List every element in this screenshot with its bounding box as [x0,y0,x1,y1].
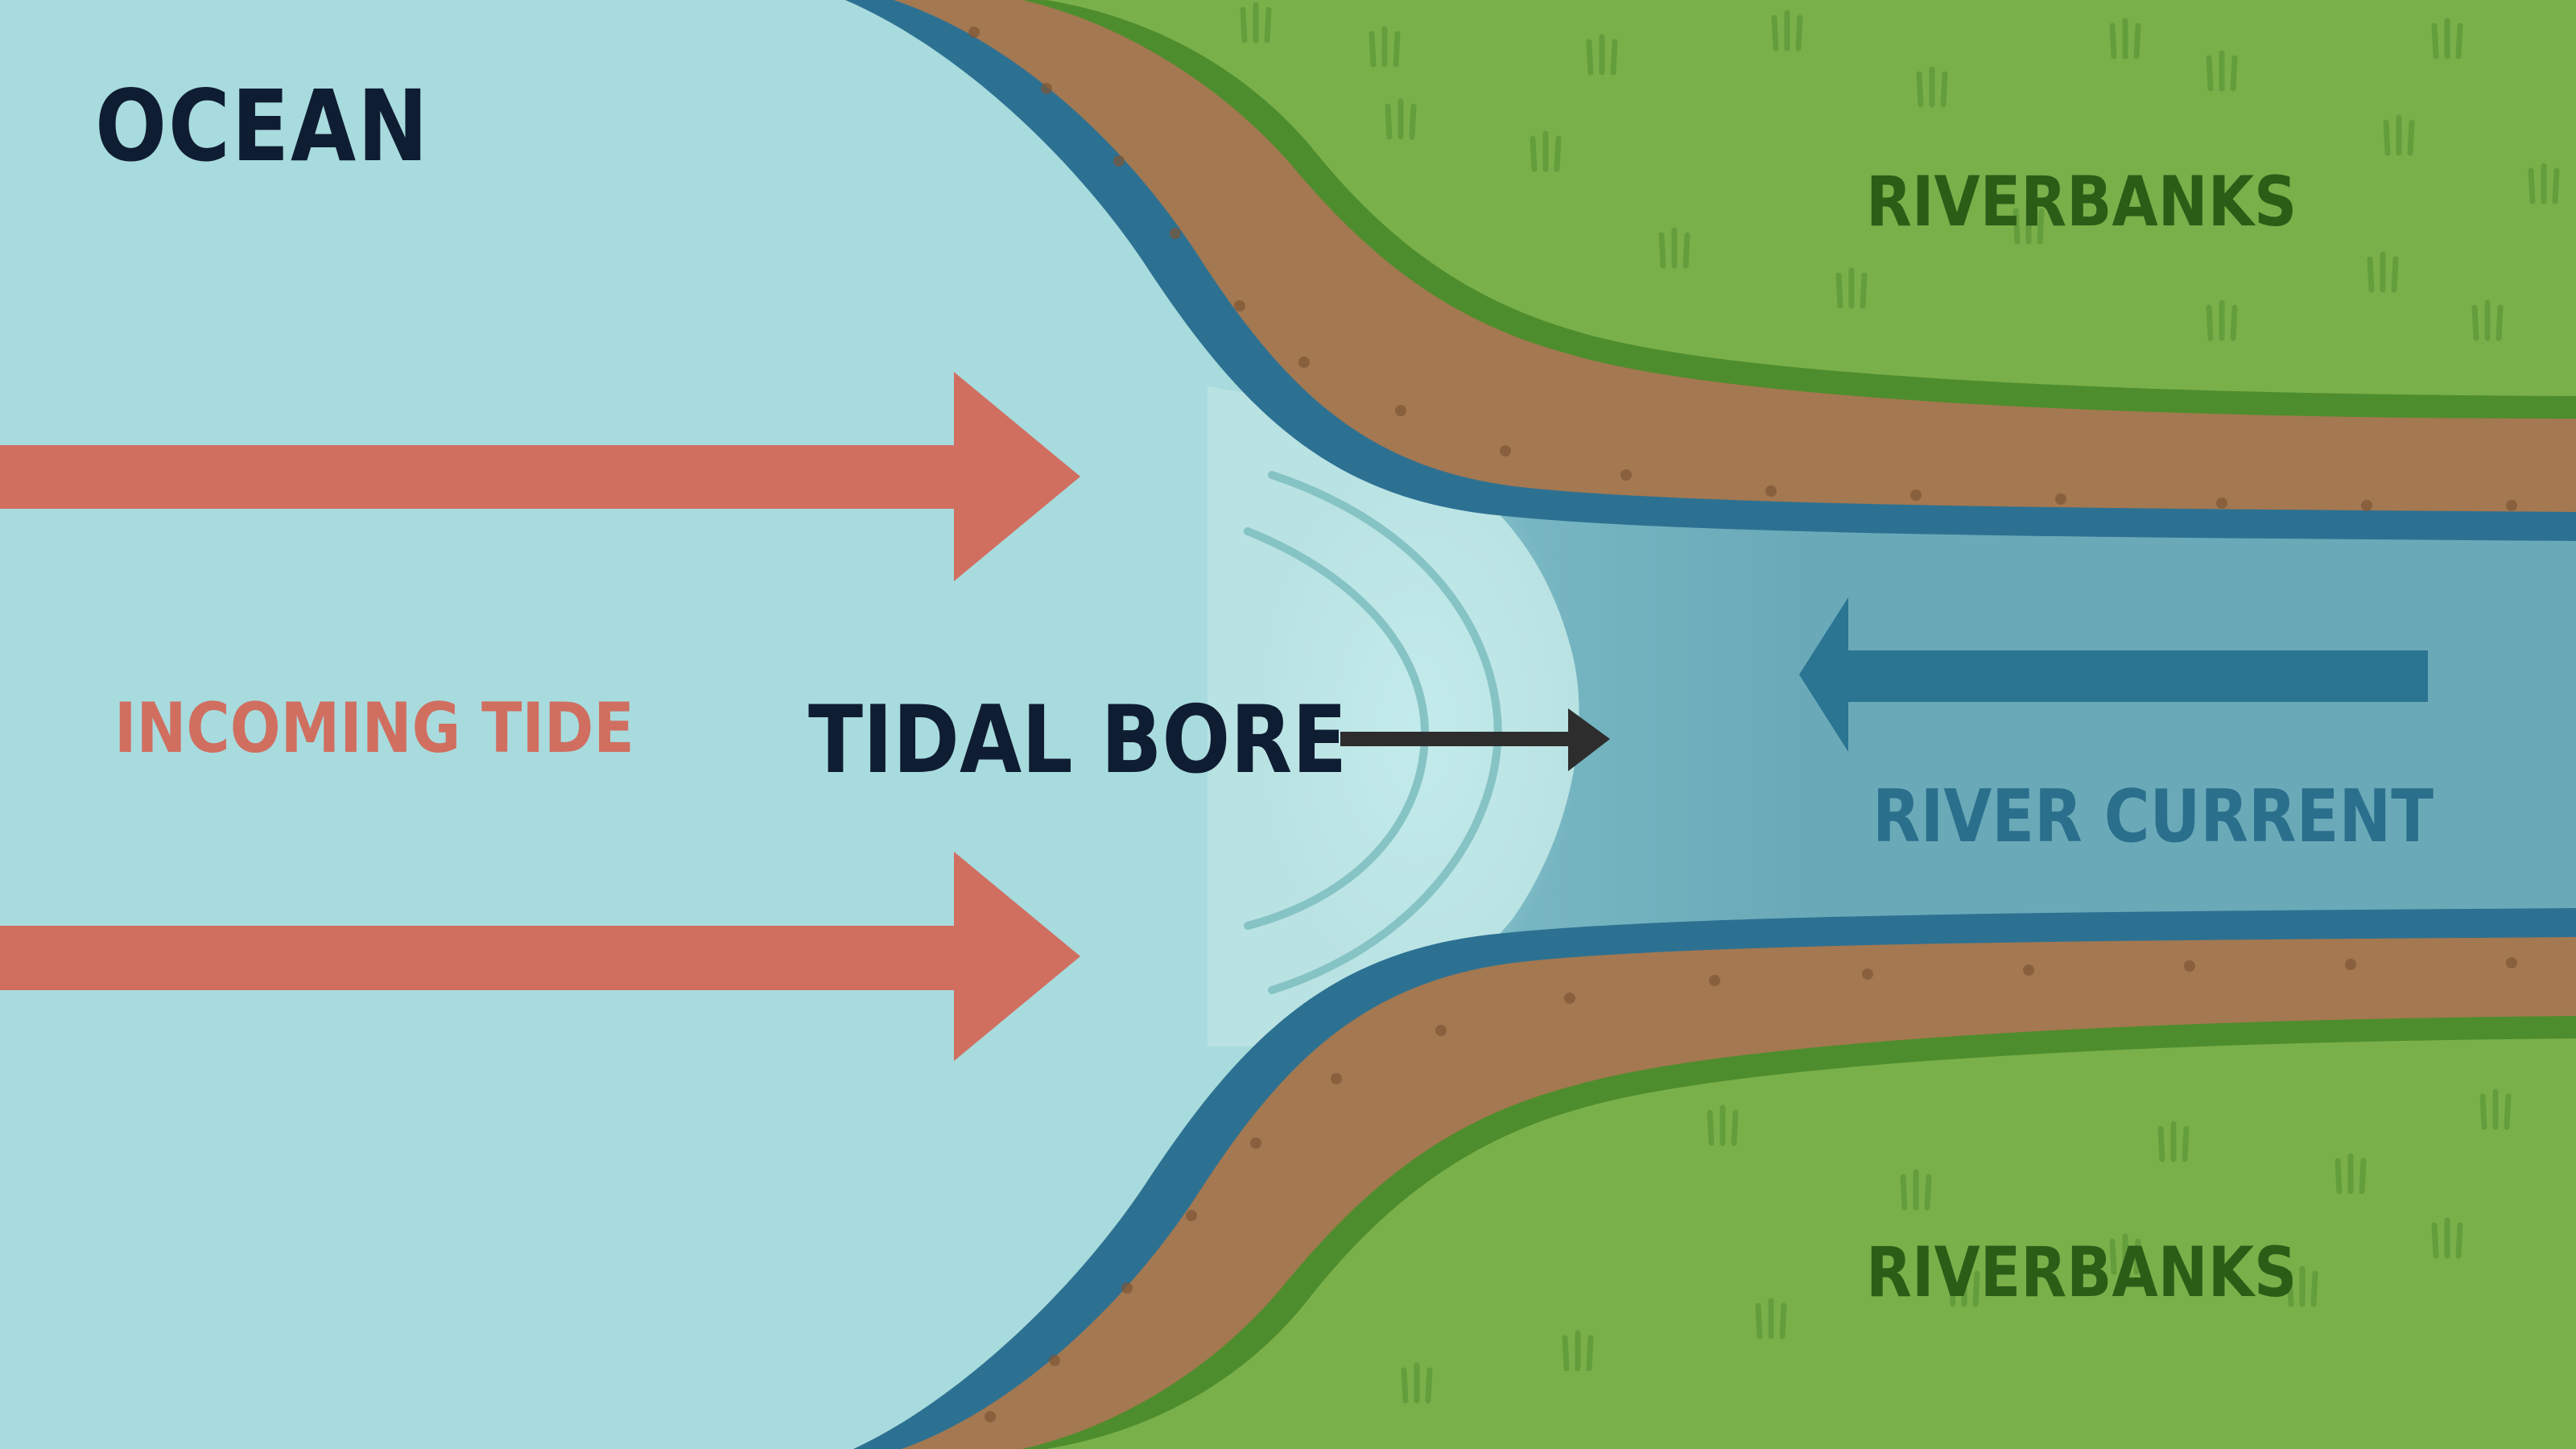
bottom-riverbank [853,908,2576,1449]
riverbanks-bottom-label: RIVERBANKS [1866,1232,2297,1313]
incoming-tide-arrows [0,372,1080,1061]
riverbanks-top-label: RIVERBANKS [1866,162,2297,242]
tide-arrow-upper [0,372,1080,581]
incoming-tide-label: INCOMING TIDE [114,688,634,769]
grass-tufts [1240,2,2560,1404]
tide-arrow-lower [0,852,1080,1061]
river-current-arrow [1799,597,2428,752]
bore-glow [1256,451,1578,998]
ocean-label: OCEAN [95,69,430,184]
mud-speckles [968,27,2517,1422]
river-channel [1401,483,2576,966]
river-current-label: RIVER CURRENT [1872,774,2434,859]
top-riverbank [845,0,2576,541]
tidal-bore-pointer [1340,708,1610,771]
tidal-bore-label: TIDAL BORE [808,686,1348,795]
